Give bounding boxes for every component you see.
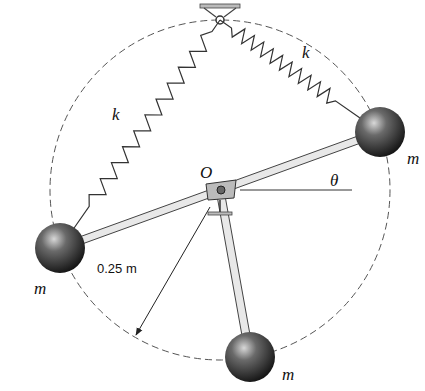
path-circle <box>50 20 390 360</box>
dimension-line <box>136 207 210 335</box>
springs <box>72 20 360 231</box>
pivot-label: O <box>200 164 212 181</box>
dimension-label: 0.25 m <box>96 262 138 275</box>
mass-label: m <box>282 366 294 383</box>
spring-coil <box>220 20 360 118</box>
angle-label: θ <box>330 172 338 189</box>
pivot-o <box>206 180 236 215</box>
mass-ball <box>35 223 85 273</box>
spring-constant: k <box>302 44 310 61</box>
reference-line <box>240 190 352 191</box>
mass-label: m <box>34 280 46 297</box>
spring-constant: k <box>112 106 120 123</box>
mass-label: m <box>407 150 419 167</box>
mass-ball <box>225 332 275 382</box>
rods <box>60 128 380 358</box>
mass-ball <box>355 107 405 157</box>
